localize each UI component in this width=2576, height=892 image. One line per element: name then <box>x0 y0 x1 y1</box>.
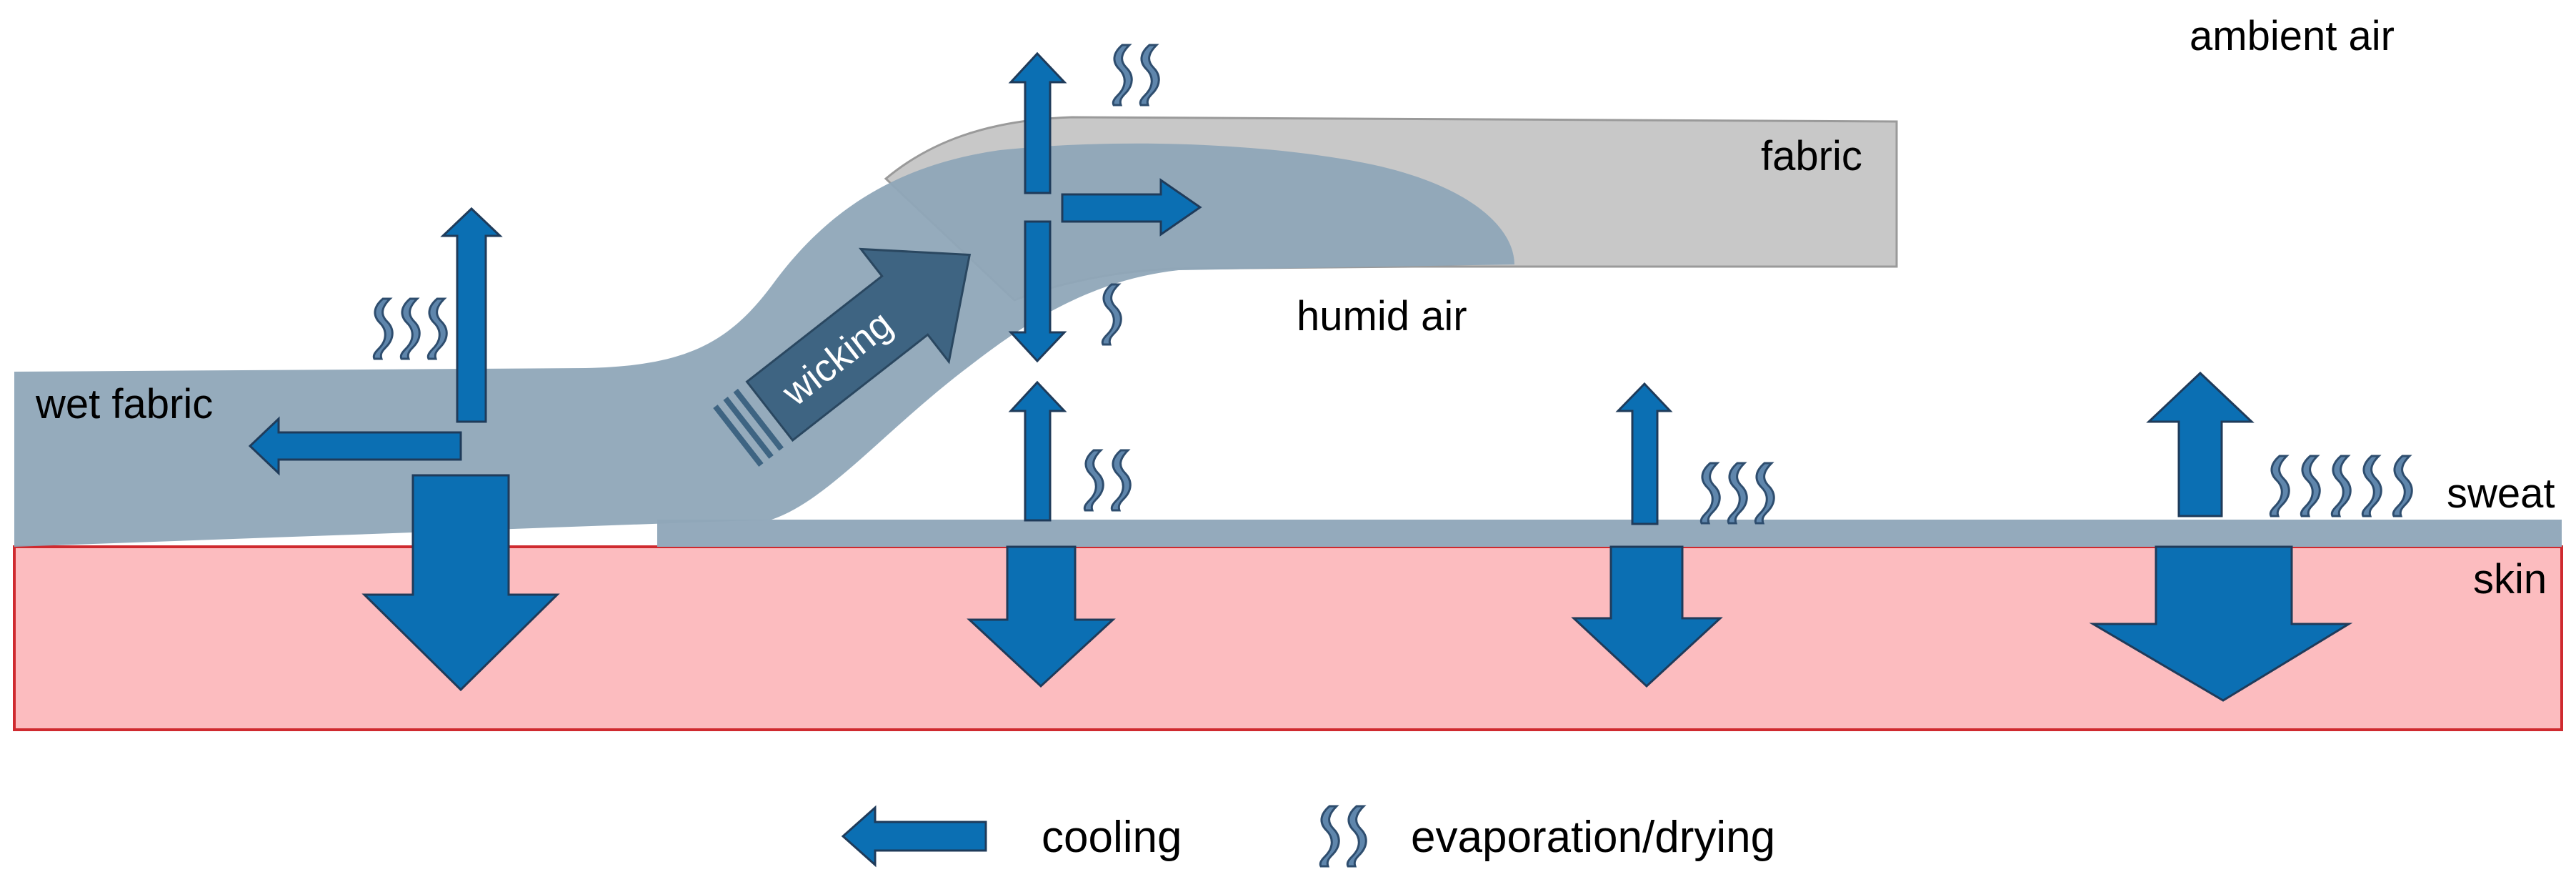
heat-arrow-up <box>440 207 503 423</box>
ambient-air-label: ambient air <box>2190 13 2395 59</box>
cooling-arrow-down <box>361 474 560 692</box>
humid-air-label: humid air <box>1297 293 1467 340</box>
heat-arrow-down <box>1008 220 1067 363</box>
cooling-arrow-down <box>2089 545 2353 702</box>
sweat-label: sweat <box>2447 470 2555 517</box>
heat-arrow-left <box>248 416 462 476</box>
cooling-arrow-down <box>967 545 1116 688</box>
wet-fabric-label: wet fabric <box>35 381 213 427</box>
fabric-label: fabric <box>1761 133 1862 179</box>
sweat-layer <box>657 520 2562 547</box>
legend: cooling evaporation/drying <box>841 805 1775 868</box>
heat-arrow-up <box>1008 380 1067 522</box>
legend-cooling-arrow-icon <box>841 805 987 868</box>
heat-arrow-up <box>1008 51 1067 194</box>
legend-evaporation-icon <box>1319 805 1367 868</box>
skin-label: skin <box>2473 556 2547 603</box>
cooling-arrow-down <box>1571 545 1723 688</box>
legend-cooling-label: cooling <box>1042 813 1182 862</box>
legend-evaporation-label: evaporation/drying <box>1411 813 1775 862</box>
heat-arrow-up <box>2146 371 2255 517</box>
heat-arrow-up <box>1615 382 1673 525</box>
wet-fabric <box>14 143 1514 547</box>
heat-arrow-right <box>1061 178 1202 237</box>
